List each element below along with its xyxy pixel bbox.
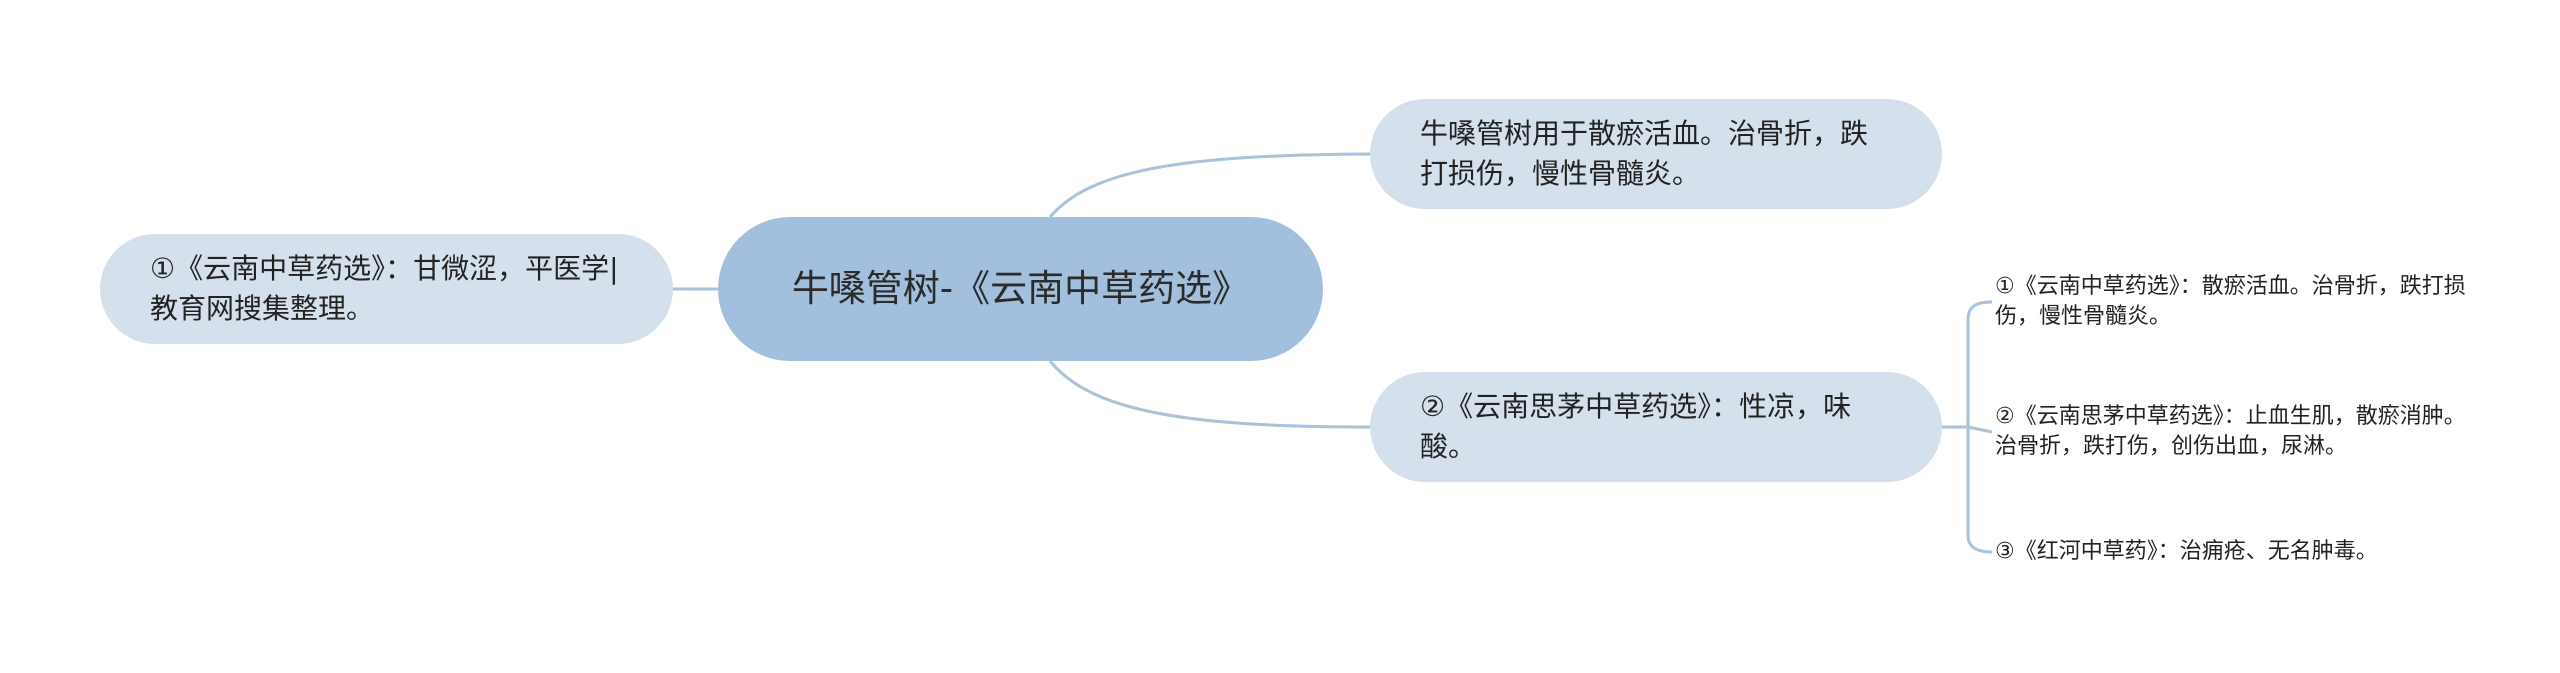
central-topic[interactable]: 牛嗓管树-《云南中草药选》 (718, 217, 1323, 361)
leaf-node-3-label: ③《红河中草药》：治痈疮、无名肿毒。 (1995, 539, 2378, 564)
leaf-node-2[interactable]: ②《云南思茅中草药选》：止血生肌，散瘀消肿。治骨折，跌打伤，创伤出血，尿淋。 (1995, 400, 2475, 464)
branch-node-properties-label: ②《云南思茅中草药选》：性凉，味酸。 (1420, 390, 1852, 463)
leaf-node-1[interactable]: ①《云南中草药选》：散瘀活血。治骨折，跌打损伤，慢性骨髓炎。 (1995, 270, 2475, 334)
branch-node-usage[interactable]: 牛嗓管树用于散瘀活血。治骨折，跌打损伤，慢性骨髓炎。 (1370, 99, 1942, 209)
leaf-node-2-label: ②《云南思茅中草药选》：止血生肌，散瘀消肿。治骨折，跌打伤，创伤出血，尿淋。 (1995, 404, 2466, 459)
connector-bracket (1966, 300, 1993, 428)
branch-node-properties[interactable]: ②《云南思茅中草药选》：性凉，味酸。 (1370, 372, 1942, 482)
connector-center-top (1048, 152, 1371, 218)
branch-node-left-label: ①《云南中草药选》：甘微涩，平医学|教育网搜集整理。 (150, 252, 619, 325)
branch-node-left[interactable]: ①《云南中草药选》：甘微涩，平医学|教育网搜集整理。 (100, 234, 673, 344)
connector-bracket-low (1966, 426, 1993, 554)
connector-bracket-mid (1967, 425, 1993, 434)
branch-node-usage-label: 牛嗓管树用于散瘀活血。治骨折，跌打损伤，慢性骨髓炎。 (1420, 117, 1869, 190)
connector-center-mid (1048, 360, 1371, 429)
central-topic-label: 牛嗓管树-《云南中草药选》 (791, 267, 1250, 310)
leaf-node-3[interactable]: ③《红河中草药》：治痈疮、无名肿毒。 (1995, 535, 2475, 569)
leaf-node-1-label: ①《云南中草药选》：散瘀活血。治骨折，跌打损伤，慢性骨髓炎。 (1995, 274, 2466, 329)
